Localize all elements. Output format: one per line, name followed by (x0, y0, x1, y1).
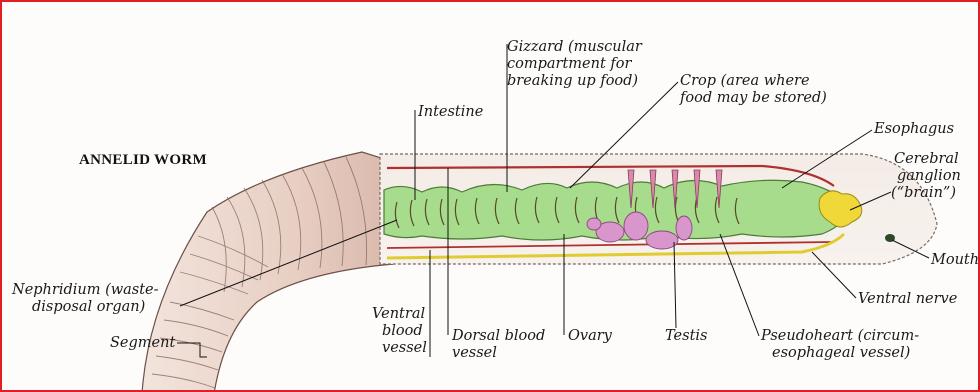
ventral-blood-vessel-label: Ventral blood vessel (372, 306, 430, 356)
testis-label: Testis (665, 328, 707, 344)
worm-tail-segments (142, 152, 394, 392)
diagram-title: ANNELID WORM (79, 152, 207, 168)
gizzard-label: Gizzard (muscular compartment for breaki… (507, 39, 646, 89)
esophagus-label: Esophagus (873, 121, 954, 137)
cerebral-ganglion-label: Cerebral ganglion (“brain”) (891, 151, 966, 201)
dorsal-blood-vessel-label: Dorsal blood vessel (451, 328, 550, 361)
crop-label: Crop (area where food may be stored) (679, 73, 827, 106)
nephridium-label: Nephridium (waste- disposal organ) (11, 282, 163, 315)
segment-label: Segment (110, 335, 175, 351)
ovary-label: Ovary (568, 328, 613, 344)
pseudoheart-label: Pseudoheart (circum- esophageal vessel) (760, 328, 924, 361)
ventral-nerve-label: Ventral nerve (858, 291, 957, 307)
mouth-label: Mouth (930, 252, 979, 268)
intestine-label: Intestine (417, 104, 483, 120)
